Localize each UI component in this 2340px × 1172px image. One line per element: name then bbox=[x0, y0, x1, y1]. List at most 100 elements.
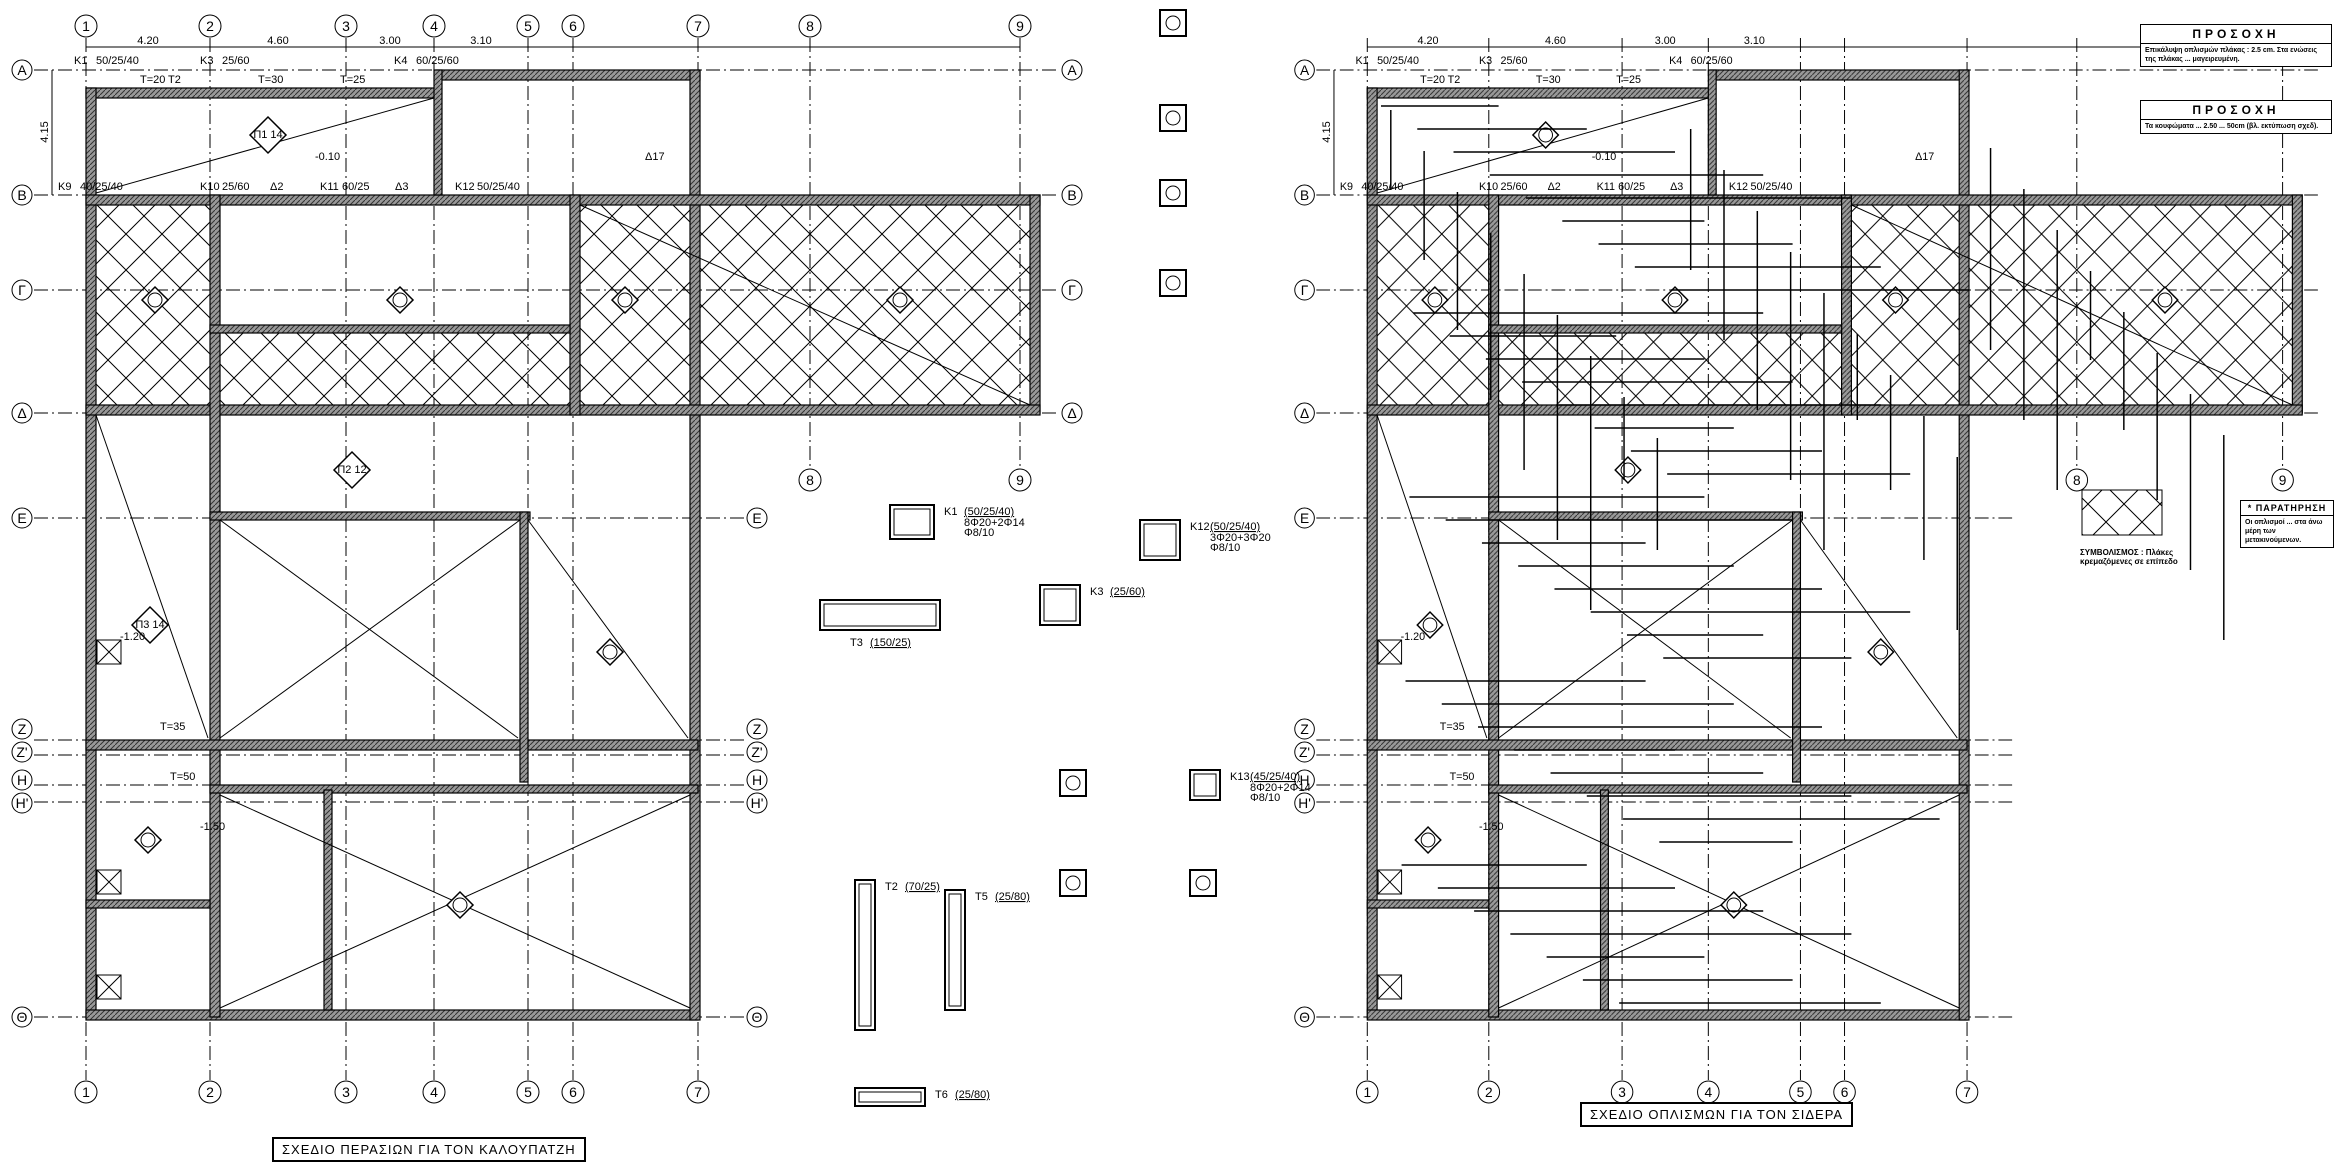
column-size: 25/60 bbox=[222, 55, 250, 67]
grid-label-column: 1 bbox=[1363, 1084, 1371, 1100]
note-body: Οι οπλισμοί ... στα άνω μέρη των μετακιν… bbox=[2245, 519, 2323, 544]
grid-bubble bbox=[2271, 468, 2294, 492]
grid-bubble bbox=[1477, 1080, 1501, 1104]
beam-label: Δ3 bbox=[395, 181, 408, 193]
column-label: K3 bbox=[1479, 55, 1492, 67]
grid-label-row: Δ bbox=[17, 405, 26, 421]
column-label: K11 bbox=[1597, 181, 1615, 193]
beam-label: T=25 bbox=[340, 74, 365, 86]
beam-label: Δ17 bbox=[1915, 151, 1934, 163]
wall bbox=[1366, 87, 1715, 99]
column-label: K1 bbox=[74, 55, 87, 67]
wall bbox=[1366, 899, 1490, 909]
slab-span-diagonal bbox=[95, 414, 209, 739]
grid-label-column: 7 bbox=[1963, 1084, 1971, 1100]
grid-label-column: 5 bbox=[524, 1084, 532, 1100]
grid-bubble bbox=[798, 14, 822, 38]
rebar-circle bbox=[1165, 15, 1181, 31]
detail-size: (25/80) bbox=[955, 1089, 990, 1101]
wall bbox=[1488, 511, 1803, 521]
grid-label-row: Θ bbox=[752, 1009, 763, 1025]
slab-mark-label: Π2 12 bbox=[337, 464, 366, 476]
level-mark: -1.50 bbox=[1479, 821, 1504, 833]
grid-bubble bbox=[1955, 1080, 1979, 1104]
slab-mark-icon bbox=[1414, 825, 1442, 855]
slab-mark-icon bbox=[1614, 455, 1642, 485]
grid-bubble bbox=[334, 1080, 358, 1104]
level-mark: -0.10 bbox=[1592, 151, 1617, 163]
grid-bubble bbox=[11, 402, 33, 424]
slab-mark-circle bbox=[1667, 292, 1683, 308]
dimension-label: 3.00 bbox=[1655, 35, 1676, 47]
grid-label-row: Η' bbox=[1298, 795, 1311, 811]
wall bbox=[569, 194, 581, 416]
column-label: K10 bbox=[1479, 181, 1498, 193]
grid-bubble bbox=[74, 14, 98, 38]
slab-mark-circle bbox=[617, 292, 633, 308]
note-body: Επικάλυψη οπλισμών πλάκας : 2.5 cm. Στα … bbox=[2145, 47, 2317, 63]
grid-bubble bbox=[1294, 402, 1315, 424]
wall bbox=[85, 1009, 699, 1021]
detail-label: K12 bbox=[1190, 521, 1210, 533]
hatch-legend-swatch bbox=[2081, 489, 2163, 536]
slab-mark-circle bbox=[1420, 832, 1436, 848]
grid-label-column: 9 bbox=[2279, 472, 2287, 488]
grid-bubble bbox=[1294, 1006, 1315, 1028]
detail-size: (45/25/40) bbox=[1250, 771, 1300, 783]
beam-label: T2 bbox=[168, 74, 181, 86]
column-label: K10 bbox=[200, 181, 220, 193]
grid-label-row: Ζ' bbox=[1299, 744, 1310, 760]
column-label: K3 bbox=[200, 55, 213, 67]
opening-box bbox=[1377, 974, 1403, 1000]
column-label: K4 bbox=[1669, 55, 1682, 67]
wall bbox=[1366, 739, 1968, 751]
wall bbox=[689, 69, 701, 1021]
wall bbox=[1792, 511, 1802, 783]
slab-mark-circle bbox=[1538, 127, 1553, 143]
slab-mark-icon bbox=[610, 285, 640, 315]
hatched-slab-area bbox=[1496, 329, 1843, 414]
dimension-label: 4.15 bbox=[1321, 121, 1333, 142]
column-section bbox=[1059, 769, 1087, 797]
beam-label: T=25 bbox=[1616, 74, 1641, 86]
grid-bubble bbox=[198, 1080, 222, 1104]
grid-label-row: Ε bbox=[752, 510, 761, 526]
grid-bubble bbox=[1294, 184, 1315, 206]
rebar-circle bbox=[1165, 275, 1181, 291]
stirrup-outline bbox=[823, 603, 937, 627]
column-size: 25/60 bbox=[1501, 55, 1528, 67]
grid-label-row: Δ bbox=[1067, 405, 1076, 421]
grid-label-column: 2 bbox=[206, 1084, 214, 1100]
slab-span-diagonal bbox=[219, 519, 521, 739]
grid-label-row: Γ bbox=[1301, 282, 1309, 298]
detail-rebar: 3Φ20+3Φ20 bbox=[1210, 532, 1271, 544]
stirrup-outline bbox=[893, 508, 931, 536]
dimension-label: 4.15 bbox=[39, 121, 51, 142]
wall bbox=[1366, 1009, 1968, 1021]
opening-cross bbox=[96, 639, 122, 665]
wall bbox=[1366, 404, 2303, 416]
stirrup-outline bbox=[1143, 523, 1177, 557]
column-section bbox=[1159, 9, 1187, 37]
level-mark: -1.50 bbox=[200, 821, 225, 833]
column-label: K9 bbox=[58, 181, 71, 193]
note-box-remark: * ΠΑΡΑΤΗΡΗΣΗ Οι οπλισμοί ... στα άνω μέρ… bbox=[2240, 500, 2334, 548]
grid-label-row: Ζ bbox=[753, 721, 762, 737]
wall bbox=[1958, 69, 1970, 1021]
wall bbox=[85, 739, 699, 751]
grid-label-row: Η bbox=[752, 772, 762, 788]
detail-size: (25/80) bbox=[995, 891, 1030, 903]
slab-mark-circle bbox=[602, 644, 618, 660]
slab-mark-icon bbox=[2151, 285, 2179, 315]
detail-rebar: 8Φ20+2Φ14 bbox=[1250, 782, 1311, 794]
column-size: 60/25 bbox=[342, 181, 370, 193]
opening-box bbox=[1377, 869, 1403, 895]
dimension-label: 4.60 bbox=[267, 35, 288, 47]
slab-mark-circle bbox=[392, 292, 408, 308]
detail-size: (25/60) bbox=[1110, 586, 1145, 598]
wall bbox=[1488, 784, 1968, 794]
detail-label: T6 bbox=[935, 1089, 948, 1101]
slab-mark-icon bbox=[332, 450, 372, 490]
